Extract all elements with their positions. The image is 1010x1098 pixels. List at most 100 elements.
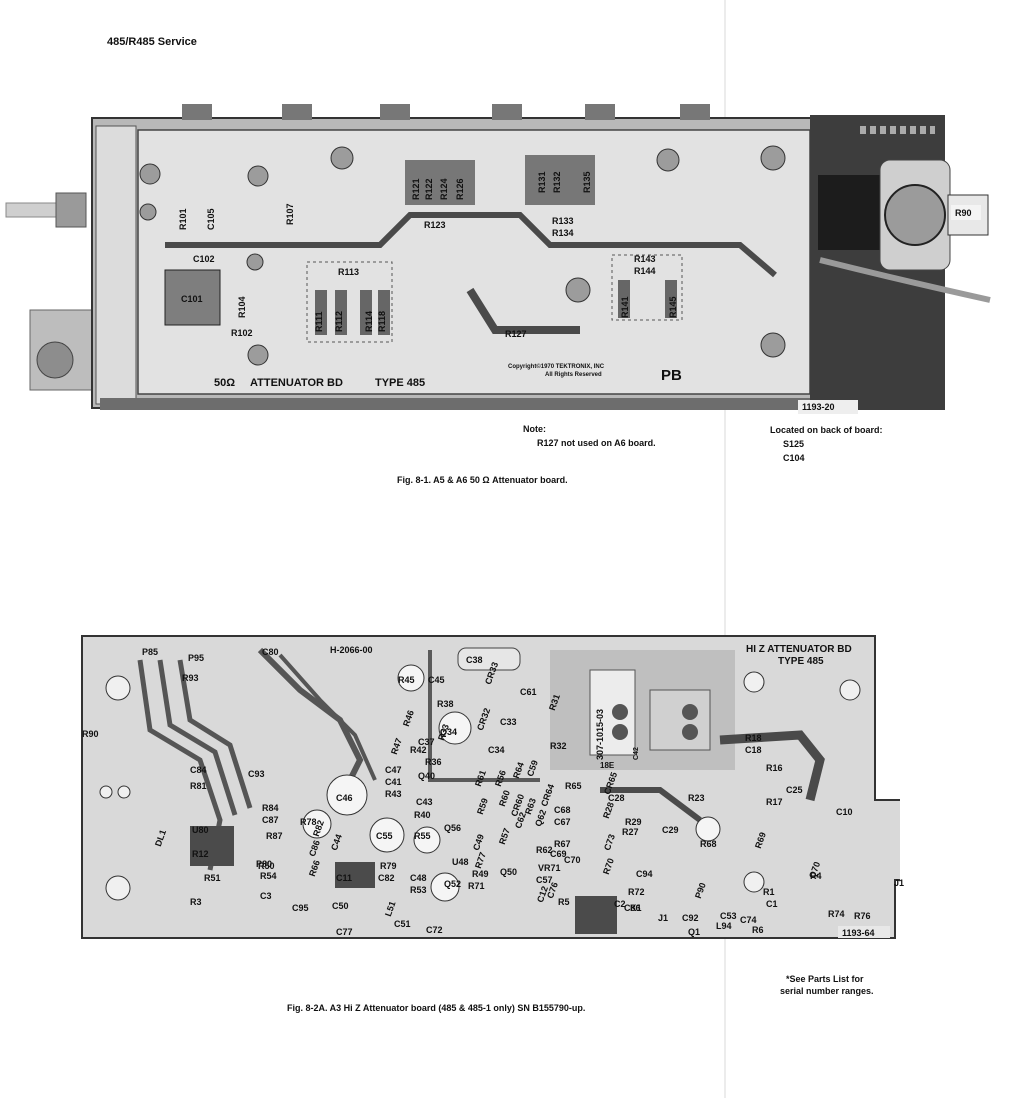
figure1-located-item: C104: [783, 453, 805, 463]
label-L94: L94: [716, 921, 732, 931]
label-R90: R90: [955, 208, 972, 218]
label-R132: R132: [552, 171, 562, 193]
label-R49: R49: [472, 869, 489, 879]
label-R67: R67: [554, 839, 571, 849]
label-R18: R18: [745, 733, 762, 743]
label-R124: R124: [439, 178, 449, 200]
label-C94: C94: [636, 869, 653, 879]
label-U80: U80: [192, 825, 209, 835]
board-part-number: H-2066-00: [330, 645, 373, 655]
label-C105: C105: [206, 208, 216, 230]
label-R113: R113: [338, 267, 359, 277]
label-R45: R45: [398, 675, 415, 685]
label-R54: R54: [260, 871, 277, 881]
label-R127: R127: [505, 329, 527, 339]
label-C55: C55: [376, 831, 393, 841]
label-VR71: VR71: [538, 863, 561, 873]
attenuator-board-photo-50ohm: R101 C105 R107 R121 R122 R124 R126 R131 …: [0, 95, 1010, 425]
label-R76: R76: [854, 911, 871, 921]
label-R74: R74: [828, 909, 845, 919]
label-R16: R16: [766, 763, 783, 773]
label-R123: R123: [424, 220, 446, 230]
figure1-located-title: Located on back of board:: [770, 425, 883, 435]
label-C74: C74: [740, 915, 757, 925]
board-text-50ohm: 50Ω: [214, 377, 235, 389]
label-P95: P95: [188, 653, 205, 663]
figure1-photo-number: 1193-20: [802, 402, 835, 412]
label-R78: R78: [300, 817, 317, 827]
label-R4: R4: [810, 871, 822, 881]
label-R3: R3: [190, 897, 202, 907]
label-C92: C92: [682, 913, 699, 923]
label-R36: R36: [425, 757, 442, 767]
label-Q40: Q40: [418, 771, 436, 781]
page-fold-line: [724, 0, 726, 1098]
label-C84: C84: [190, 765, 207, 775]
label-C102: C102: [193, 254, 215, 264]
label-Q1: Q1: [688, 927, 701, 937]
label-R144: R144: [634, 266, 656, 276]
label-C68: C68: [554, 805, 571, 815]
label-R17: R17: [766, 797, 783, 807]
label-R12: R12: [192, 849, 209, 859]
label-R42: R42: [410, 745, 427, 755]
label-R40: R40: [414, 810, 431, 820]
label-R118: R118: [377, 311, 387, 332]
label-R121: R121: [411, 178, 421, 200]
label-C3: C3: [260, 891, 272, 901]
label-R112: R112: [334, 311, 344, 332]
label-C18: C18: [745, 745, 762, 755]
label-Q52: Q52: [444, 879, 462, 889]
label-R6: R6: [752, 925, 764, 935]
label-Q34: Q34: [440, 727, 458, 737]
label-C86: C86: [624, 903, 641, 913]
hi-z-attenuator-board-photo: H-2066-00 HI Z ATTENUATOR BD TYPE 485 30…: [80, 634, 900, 940]
label-C45: C45: [428, 675, 445, 685]
label-R32: R32: [550, 741, 567, 751]
label-C69: C69: [550, 849, 567, 859]
label-C77: C77: [336, 927, 353, 937]
label-R90-external: R90: [82, 729, 99, 739]
label-R104: R104: [237, 296, 247, 318]
label-R79: R79: [380, 861, 397, 871]
label-R27: R27: [622, 827, 639, 837]
label-R1: R1: [763, 887, 775, 897]
figure2-caption: Fig. 8-2A. A3 Hi Z Attenuator board (485…: [287, 1003, 586, 1013]
label-C72: C72: [426, 925, 443, 935]
board-rights: All Rights Reserved: [545, 372, 602, 378]
label-C51: C51: [394, 919, 411, 929]
figure2-photo-number: 1193-64: [842, 928, 875, 938]
label-C37: C37: [418, 737, 435, 747]
label-C57: C57: [536, 875, 553, 885]
label-J1-external: J1: [894, 878, 905, 888]
label-R143: R143: [634, 254, 656, 264]
label-R134: R134: [552, 228, 574, 238]
label-R53: R53: [410, 885, 427, 895]
label-C41: C41: [385, 777, 402, 787]
label-R71: R71: [468, 881, 485, 891]
label-R55: R55: [414, 831, 431, 841]
label-P85: P85: [142, 647, 159, 657]
board-text-attenuator-bd: ATTENUATOR BD: [250, 377, 343, 389]
label-C25: C25: [786, 785, 803, 795]
label-R133: R133: [552, 216, 574, 226]
label-C67: C67: [554, 817, 571, 827]
label-C53: C53: [720, 911, 737, 921]
label-R135: R135: [582, 171, 592, 193]
label-R131: R131: [537, 171, 547, 193]
label-C1: C1: [766, 899, 778, 909]
label-P80: P80: [256, 859, 273, 869]
label-R23: R23: [688, 793, 705, 803]
label-C43: C43: [416, 797, 433, 807]
label-U48: U48: [452, 857, 469, 867]
page-header: 485/R485 Service: [107, 36, 197, 48]
label-R81: R81: [190, 781, 207, 791]
label-R68: R68: [700, 839, 717, 849]
label-R102: R102: [231, 328, 253, 338]
board-relay-mark: 18E: [600, 761, 615, 770]
label-C33: C33: [500, 717, 517, 727]
label-C10: C10: [836, 807, 853, 817]
label-C80: C80: [262, 647, 279, 657]
label-C95: C95: [292, 903, 309, 913]
label-C38: C38: [466, 655, 483, 665]
